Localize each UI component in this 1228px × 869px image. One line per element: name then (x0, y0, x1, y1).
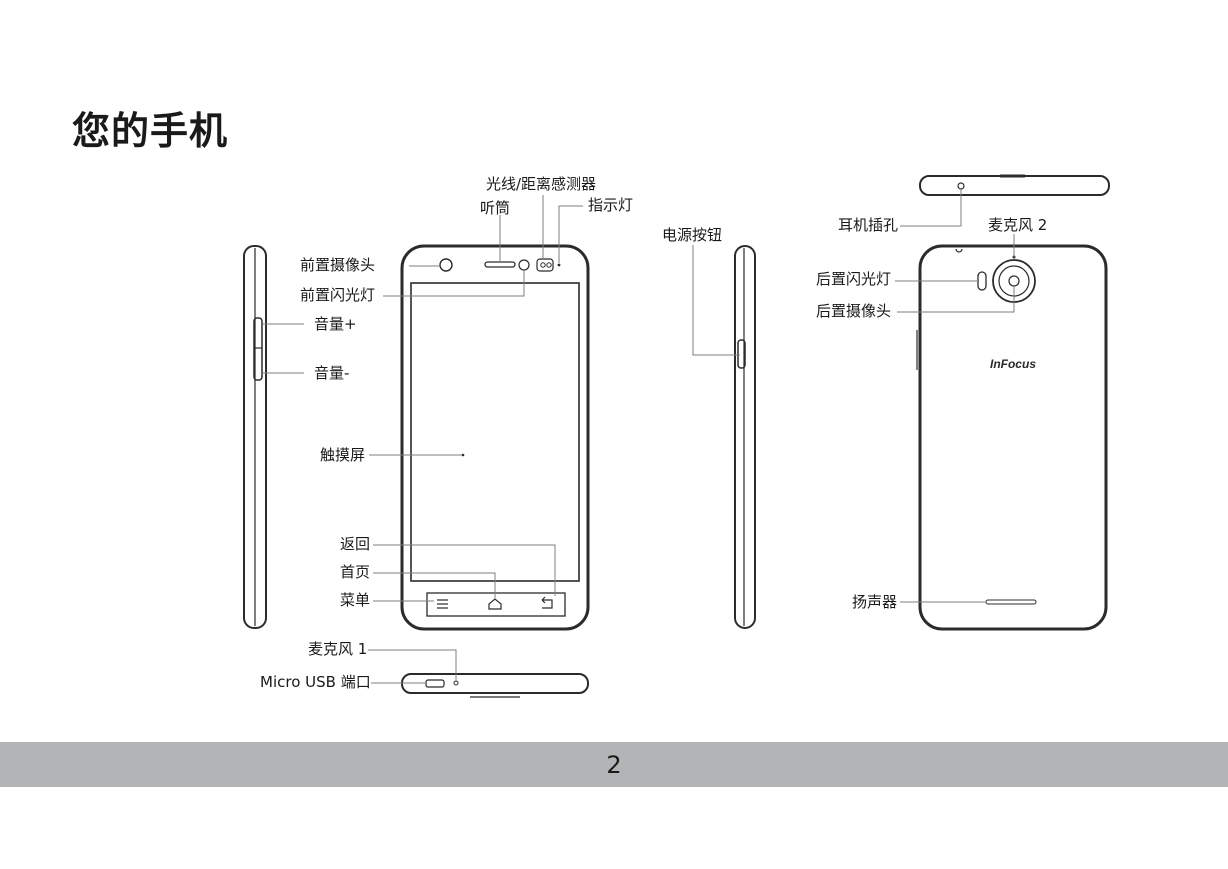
left-side-view (243, 245, 267, 629)
right-side-view (734, 245, 756, 629)
leader-lines (262, 189, 1015, 684)
page-number: 2 (606, 750, 622, 779)
label-sensor: 光线/距离感测器 (486, 175, 597, 193)
label-headphone: 耳机插孔 (838, 216, 899, 234)
label-volume-up: 音量+ (314, 315, 357, 333)
label-receiver: 听筒 (480, 199, 511, 217)
brand-logo: InFocus (990, 357, 1036, 371)
bottom-view (401, 673, 589, 698)
label-menu: 菜单 (340, 591, 371, 609)
label-speaker: 扬声器 (852, 593, 898, 611)
label-power: 电源按钮 (662, 226, 723, 244)
label-front-flash: 前置闪光灯 (300, 286, 376, 304)
label-home: 首页 (340, 563, 371, 581)
page-title: 您的手机 (72, 109, 229, 153)
label-indicator: 指示灯 (588, 196, 634, 214)
label-usb: Micro USB 端口 (260, 673, 371, 691)
back-view (916, 244, 1108, 631)
label-mic1: 麦克风 1 (308, 640, 368, 658)
label-volume-down: 音量- (314, 364, 350, 382)
footer-band: 2 (0, 742, 1228, 787)
front-view (400, 244, 590, 631)
label-front-camera: 前置摄像头 (300, 256, 376, 274)
label-rear-flash: 后置闪光灯 (816, 270, 892, 288)
label-rear-camera: 后置摄像头 (816, 302, 892, 320)
label-back: 返回 (340, 535, 371, 553)
label-mic2: 麦克风 2 (988, 216, 1048, 234)
label-touchscreen: 触摸屏 (320, 446, 366, 464)
top-view (919, 174, 1110, 196)
